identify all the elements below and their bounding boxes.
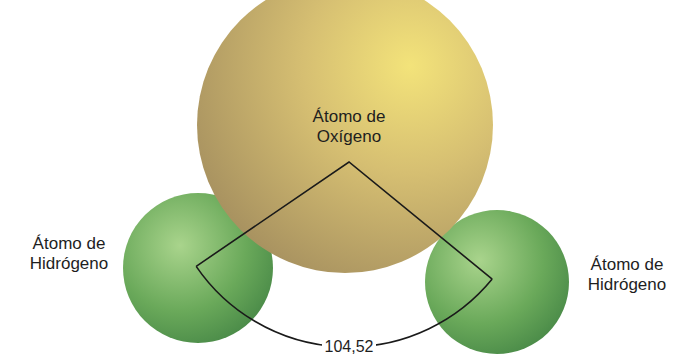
atom-label: Átomo de Oxígeno — [299, 107, 399, 146]
oxygen-atom: Átomo de Oxígeno — [197, 0, 493, 273]
atom-label: Átomo de Hidrógeno — [577, 255, 677, 294]
oxygen-sphere — [197, 0, 493, 273]
bond-angle-arc — [196, 162, 492, 347]
angle-value: 104,52 — [322, 338, 377, 356]
atom-label: Átomo de Hidrógeno — [19, 234, 119, 273]
